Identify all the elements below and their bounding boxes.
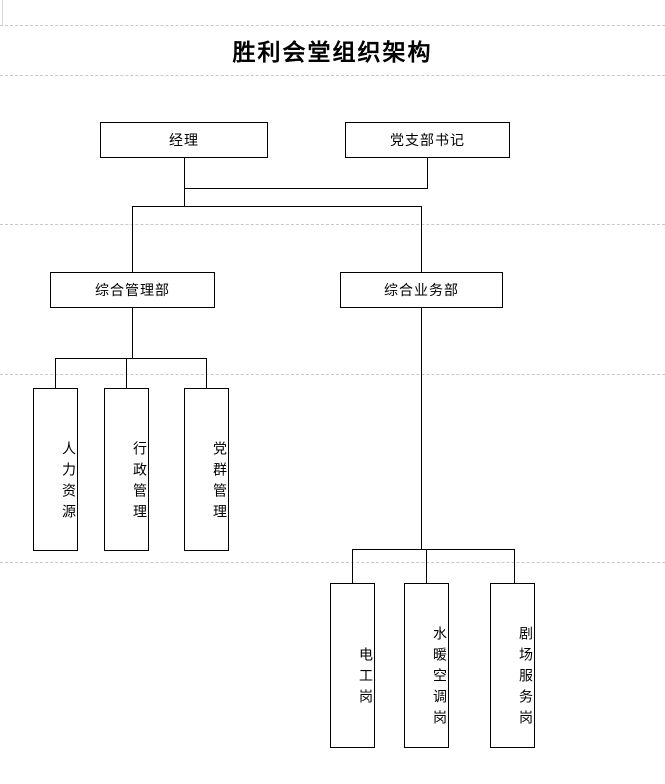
node-party-secretary-label: 党支部书记 (390, 131, 465, 148)
node-party-mass-management-label: 党群管理 (212, 440, 228, 525)
page-guide-line (0, 25, 665, 26)
node-general-management-dept[interactable]: 综合管理部 (50, 272, 215, 308)
connector-to-electrician (352, 549, 353, 583)
connector-left-leaf-crossbar (55, 358, 207, 359)
page-guide-line (0, 562, 665, 563)
connector-to-theater-svc (514, 549, 515, 583)
node-hvac-post-label: 水暖空调岗 (432, 626, 448, 731)
node-general-business-dept[interactable]: 综合业务部 (340, 272, 503, 308)
node-human-resources-label: 人力资源 (61, 440, 77, 525)
connector-general-biz-stem (421, 308, 422, 549)
page-title: 胜利会堂组织架构 (232, 40, 433, 65)
node-manager-label: 经理 (169, 131, 199, 148)
connector-level2-crossbar (132, 206, 422, 207)
connector-right-leaf-crossbar (352, 549, 515, 550)
connector-top-crossbar (184, 188, 428, 189)
connector-general-mgmt-stem (132, 308, 133, 358)
node-administrative-management[interactable]: 行政管理 (104, 388, 149, 551)
connector-to-admin (126, 358, 127, 388)
node-theater-service-post-label: 剧场服务岗 (518, 626, 534, 731)
node-administrative-management-label: 行政管理 (132, 440, 148, 525)
node-electrician-post-label: 电工岗 (358, 647, 374, 710)
node-general-business-dept-label: 综合业务部 (384, 281, 459, 298)
page-guide-line (0, 75, 665, 76)
connector-to-general-biz (421, 206, 422, 272)
connector-crossbar-drop (184, 188, 185, 206)
connector-to-hvac (426, 549, 427, 583)
node-theater-service-post[interactable]: 剧场服务岗 (490, 583, 535, 748)
connector-to-party-mass (206, 358, 207, 388)
connector-manager-stem (184, 158, 185, 188)
connector-to-general-mgmt (132, 206, 133, 272)
page-guide-line-vertical (2, 0, 3, 25)
node-manager[interactable]: 经理 (100, 122, 268, 158)
connector-to-hr (55, 358, 56, 388)
node-hvac-post[interactable]: 水暖空调岗 (404, 583, 449, 748)
page-guide-line (0, 374, 665, 375)
node-human-resources[interactable]: 人力资源 (33, 388, 78, 551)
connector-party-secretary-stem (427, 158, 428, 188)
node-electrician-post[interactable]: 电工岗 (330, 583, 375, 748)
page-guide-line (0, 224, 665, 225)
node-party-mass-management[interactable]: 党群管理 (184, 388, 229, 551)
node-party-secretary[interactable]: 党支部书记 (345, 122, 510, 158)
node-general-management-dept-label: 综合管理部 (95, 281, 170, 298)
